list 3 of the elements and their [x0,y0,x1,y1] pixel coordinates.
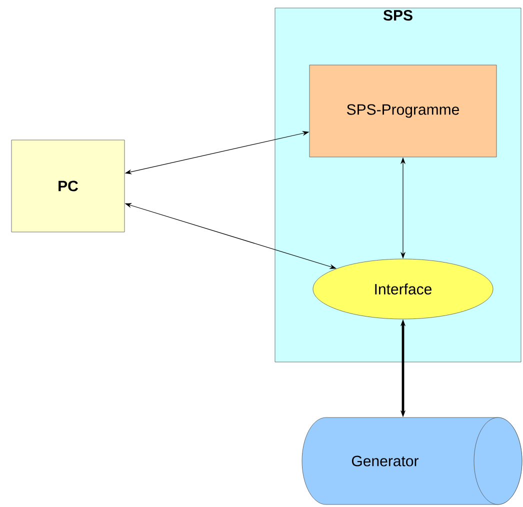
process-box: PC [11,140,125,232]
process-box: SPS-Programme [309,64,497,158]
generator-cylinder: Generator [302,417,522,505]
